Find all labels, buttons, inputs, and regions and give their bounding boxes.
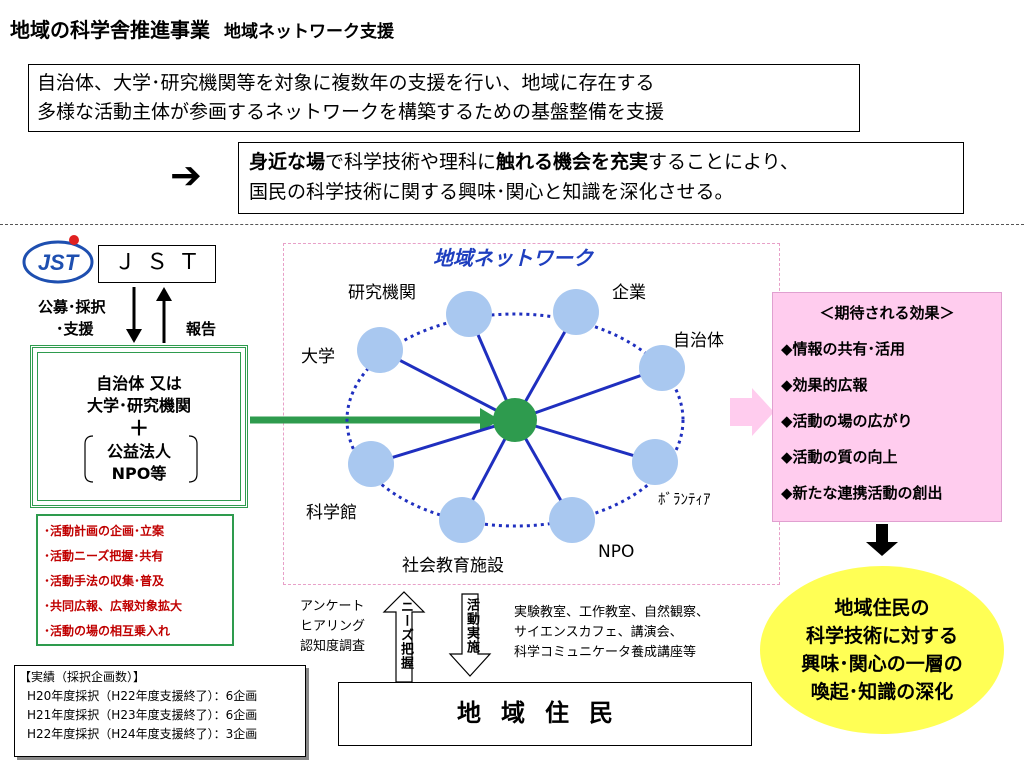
jst-logo-text: JST (38, 250, 80, 275)
network-title: 地域ネットワーク (433, 246, 593, 270)
effects-header: ＜期待される効果＞ (819, 304, 955, 322)
flow-down-label-2: ･支援 (56, 320, 94, 338)
record-header: 【実績（採択企画数）】 (19, 670, 146, 684)
title-sub: 地域ネットワーク支援 (224, 22, 394, 42)
effect-item: ◆新たな連携活動の創出 (781, 484, 943, 502)
right-arrow-icon: ➔ (170, 153, 202, 197)
aim-bold-2: 触れる機会を充実 (496, 151, 649, 173)
summary-line-2: 多様な活動主体が参画するネットワークを構築するための基盤整備を支援 (37, 101, 665, 123)
effect-item: ◆効果的広報 (781, 376, 868, 394)
node-label: NPO (598, 542, 635, 562)
bracket-icon (84, 435, 198, 483)
needs-arrow-label: ニーズ把握 (398, 600, 413, 670)
implementation-line: 実験教室、工作教室、自然観察、 (514, 605, 710, 620)
organizer-line-3: 公益法人 (106, 442, 171, 461)
divider (0, 224, 1024, 225)
result-line: 喚起･知識の深化 (810, 681, 954, 703)
effect-item: ◆活動の質の向上 (781, 448, 898, 466)
organizer-line-2: 大学･研究機関 (86, 396, 191, 415)
activity-item: ･活動計画の企画･立案 (44, 524, 165, 538)
implementation-line: サイエンスカフェ、講演会、 (514, 625, 683, 640)
node-label: ﾎﾞﾗﾝﾃｨｱ (658, 490, 711, 508)
node-label: 研究機関 (348, 283, 416, 303)
record-item: H20年度採択（H22年度支援終了）：6企画 (27, 689, 258, 703)
flow-down-label-1: 公募･採択 (38, 298, 106, 316)
node-label: 社会教育施設 (402, 556, 504, 576)
effects-box: ＜期待される効果＞ ◆情報の共有･活用 ◆効果的広報 ◆活動の場の広がり ◆活動… (772, 292, 1002, 522)
record-box: 【実績（採択企画数）】 H20年度採択（H22年度支援終了）：6企画 H21年度… (14, 665, 306, 757)
aim-line-1: 身近な場で科学技術や理科に触れる機会を充実することにより、 (249, 147, 953, 177)
organizer-line-1: 自治体 又は (96, 374, 182, 393)
jst-box: ＪＳＴ (98, 245, 216, 283)
aim-line-2: 国民の科学技術に関する興味･関心と知識を深化させる。 (249, 181, 734, 203)
result-line: 科学技術に対する (805, 625, 958, 647)
aim-box: 身近な場で科学技術や理科に触れる機会を充実することにより、 国民の科学技術に関す… (238, 142, 964, 214)
aim-text-1: で科学技術や理科に (325, 151, 497, 173)
organizer-plus: ＋ (129, 416, 149, 440)
implementation-arrow-label: 活動実施 (464, 598, 479, 654)
aim-text-2: することにより、 (648, 151, 799, 173)
activity-item: ･活動手法の収集･普及 (44, 574, 165, 588)
page-title: 地域の科学舎推進事業地域ネットワーク支援 (10, 14, 394, 43)
activity-item: ･共同広報、広報対象拡大 (44, 599, 183, 613)
organizer-box: 自治体 又は 大学･研究機関 ＋ 公益法人 NPO等 (30, 345, 248, 508)
node-label: 企業 (612, 283, 646, 303)
survey-line: ヒアリング (300, 619, 366, 634)
flow-up-label: 報告 (186, 320, 217, 338)
summary-box: 自治体、大学･研究機関等を対象に複数年の支援を行い、地域に存在する 多様な活動主… (28, 64, 860, 132)
survey-line: 認知度調査 (300, 639, 366, 654)
title-main: 地域の科学舎推進事業 (10, 18, 210, 42)
activity-item: ･活動の場の相互乗入れ (44, 624, 171, 638)
summary-line-1: 自治体、大学･研究機関等を対象に複数年の支援を行い、地域に存在する (37, 72, 655, 94)
implementation-line: 科学コミュニケータ養成講座等 (514, 645, 697, 660)
effect-item: ◆活動の場の広がり (781, 412, 913, 430)
node-label: 科学館 (306, 503, 357, 523)
record-item: H22年度採択（H24年度支援終了）：3企画 (27, 727, 258, 741)
jst-logo: JST (22, 235, 94, 284)
result-line: 地域住民の (834, 597, 930, 619)
organizer-line-4: NPO等 (111, 464, 167, 483)
result-ellipse: 地域住民の 科学技術に対する 興味･関心の一層の 喚起･知識の深化 (760, 566, 1004, 734)
node-label: 大学 (301, 347, 335, 367)
flow-arrows (126, 287, 172, 343)
aim-bold-1: 身近な場 (249, 151, 326, 173)
node-label: 自治体 (673, 331, 724, 351)
activities-box: ･活動計画の企画･立案 ･活動ニーズ把握･共有 ･活動手法の収集･普及 ･共同広… (36, 514, 234, 646)
activity-item: ･活動ニーズ把握･共有 (44, 549, 164, 563)
result-line: 興味･関心の一層の (801, 653, 963, 675)
effect-item: ◆情報の共有･活用 (781, 340, 906, 358)
record-item: H21年度採択（H23年度支援終了）：6企画 (27, 708, 258, 722)
residents-box: 地域住民 (338, 682, 752, 746)
survey-line: アンケート (300, 599, 365, 614)
